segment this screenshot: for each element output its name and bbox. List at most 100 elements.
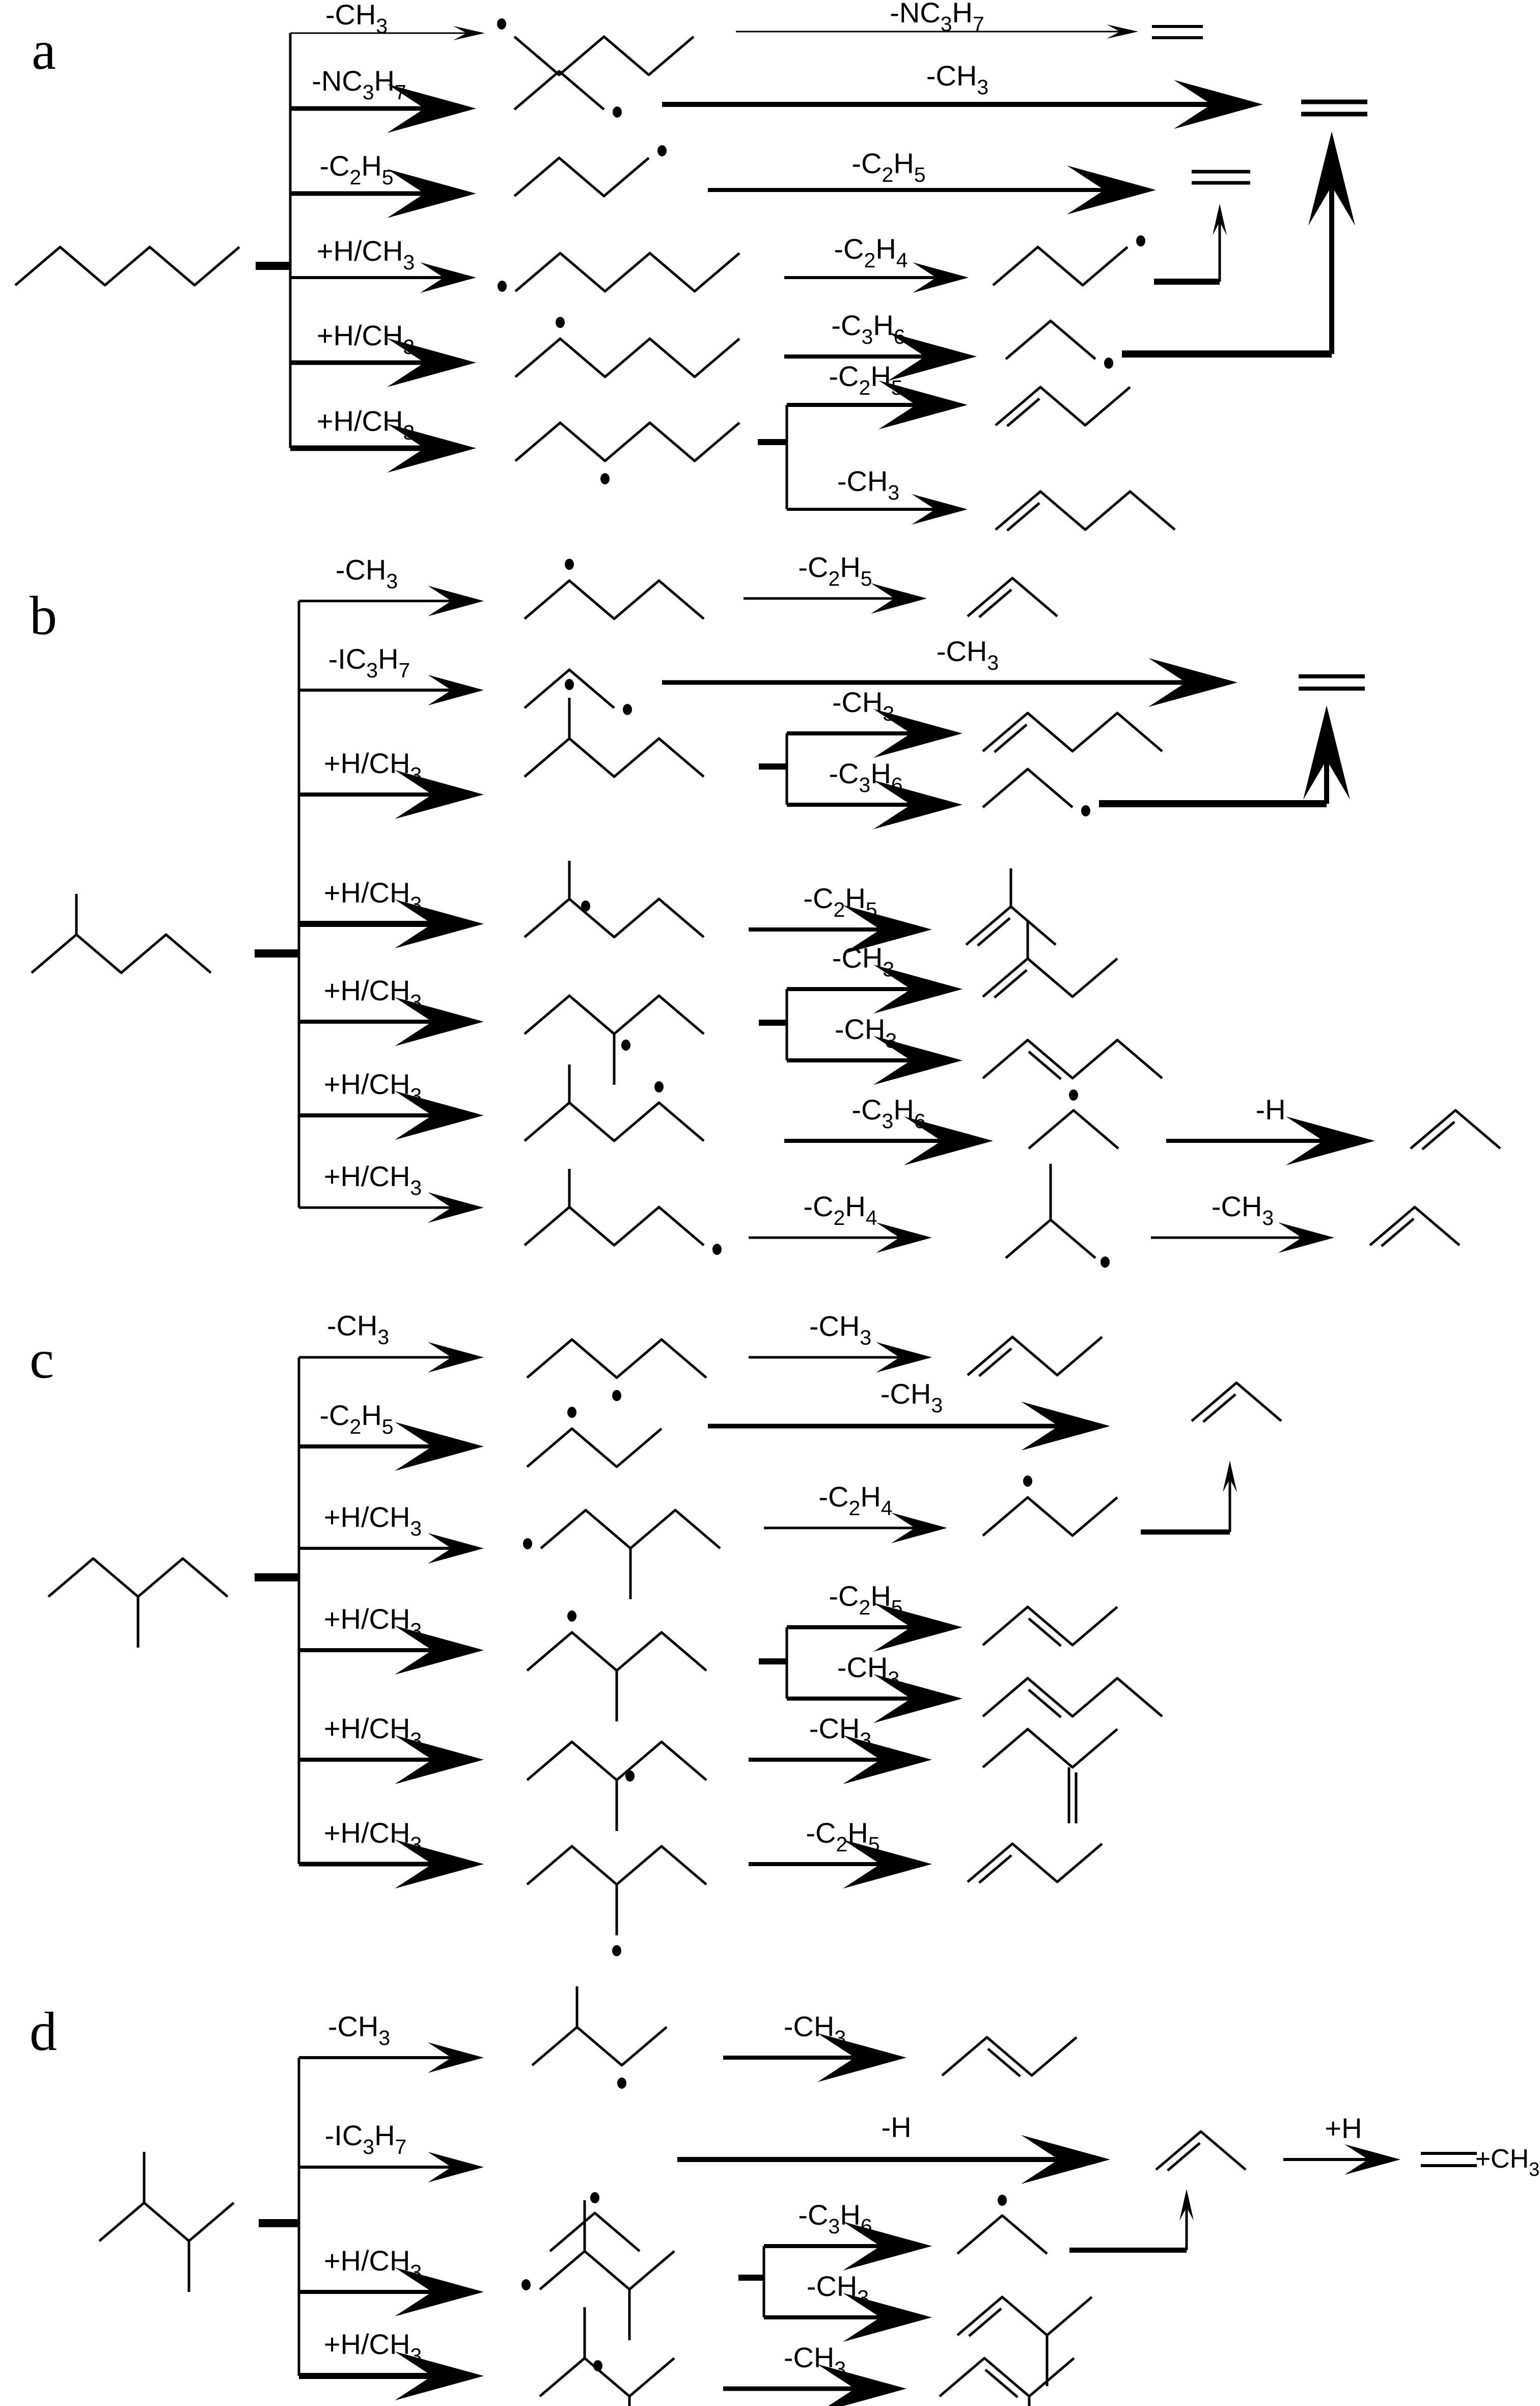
reaction-arrow [708, 166, 1156, 214]
arrow-head [873, 1603, 963, 1652]
bond-line [982, 1677, 1163, 1718]
arrow-head [428, 1192, 484, 1223]
panel-label: a [32, 20, 56, 81]
reaction-arrow [787, 494, 968, 525]
radical-dot [497, 18, 506, 30]
reaction-arrow [299, 586, 484, 616]
radical-dot [612, 1945, 621, 1956]
radical-dot [654, 1081, 664, 1092]
molecule [14, 245, 240, 287]
arrow-head [843, 905, 932, 954]
reaction-arrow [299, 1735, 484, 1784]
bond-line [514, 337, 740, 378]
molecule [513, 70, 622, 118]
reaction-label: -C2H5 [803, 882, 877, 921]
molecule [526, 1338, 707, 1401]
bond-line [531, 2026, 668, 2067]
bond-line [513, 156, 650, 198]
reaction-label: +H/CH3 [324, 1817, 422, 1856]
arrow-head [888, 332, 977, 381]
arrow-head [1278, 1222, 1334, 1253]
arrow-head [420, 262, 476, 293]
double-bond-line [978, 588, 1012, 618]
bond-line [539, 2357, 675, 2398]
molecule [524, 1064, 705, 1142]
reaction-label: +H/CH3 [324, 1712, 422, 1752]
bond-line [982, 768, 1074, 808]
arrow-head [395, 2352, 484, 2400]
radical-dot [565, 559, 574, 570]
molecule [982, 1475, 1118, 1537]
arrow-head [1174, 80, 1263, 129]
molecule [526, 1407, 663, 1468]
radical-dot [523, 1538, 532, 1549]
arrow-head [1286, 1116, 1375, 1165]
reaction-label: -CH3 [784, 2341, 846, 2381]
reaction-label: -C3H6 [829, 757, 902, 797]
reaction-arrow [1151, 1222, 1334, 1253]
panel-a: -CH3-NC3H7-C2H5+H/CH3+H/CH3+H/CH3-NC3H7-… [14, 0, 1367, 532]
arrow-head [387, 338, 476, 387]
bond-line [982, 712, 1163, 753]
reaction-arrow [787, 1603, 963, 1652]
reaction-label: -CH3 [328, 2010, 390, 2049]
molecule [531, 1986, 668, 2089]
reaction-label: -C2H4 [818, 1481, 892, 1520]
ethylene-molecule [1299, 674, 1365, 691]
molecule [982, 920, 1118, 999]
arrow-head [1344, 2144, 1400, 2175]
arrow-head [387, 424, 476, 473]
reaction-label: -IC3H7 [328, 643, 410, 682]
reaction-label: +H/CH3 [324, 2245, 422, 2284]
radical-dot [521, 2279, 531, 2290]
arrow-head [871, 583, 927, 614]
arrow-head [1179, 2189, 1194, 2221]
double-bond-line [968, 2307, 1002, 2337]
arrow-head [904, 1116, 993, 1165]
reaction-label: +H/CH3 [324, 1160, 422, 1199]
reaction-arrow [784, 262, 969, 293]
molecule [1005, 1164, 1110, 1268]
arrow-head [843, 1840, 932, 1889]
reaction-label: -C2H5 [851, 147, 925, 186]
arrow-head [873, 780, 963, 829]
molecule [1191, 1381, 1282, 1423]
reaction-arrow [749, 1342, 932, 1373]
bond-line [524, 668, 615, 709]
reaction-arrow [290, 84, 476, 133]
reaction-arrow [1308, 131, 1355, 354]
arrow-head [876, 1342, 932, 1373]
arrow-head [387, 84, 476, 133]
arrow-head [1021, 2135, 1110, 2184]
reaction-label: -CH3 [809, 1310, 871, 1349]
reaction-arrow [749, 1735, 932, 1784]
reaction-arrow [290, 338, 476, 387]
bond-line [965, 905, 1057, 946]
molecule [514, 421, 740, 484]
double-bond-line [977, 917, 1011, 947]
arrow-head [913, 262, 969, 293]
reaction-label: -H [1255, 1093, 1285, 1126]
reaction-label: -C2H4 [834, 233, 908, 272]
bond-line [982, 1496, 1118, 1537]
panel-label: d [30, 2002, 57, 2062]
arrow-head [1308, 131, 1355, 226]
double-bond-line [1006, 502, 1040, 532]
molecule [982, 1605, 1118, 1647]
molecule [524, 861, 705, 939]
bond-line [524, 737, 705, 778]
arrow-head [843, 2222, 932, 2271]
reaction-label: -H [881, 2111, 911, 2143]
bond-line [14, 245, 240, 287]
reaction-label: -CH3 [837, 465, 899, 504]
double-bond-line [1421, 1120, 1455, 1151]
bond-line [982, 1038, 1163, 1080]
reaction-label: -C3H6 [798, 2199, 872, 2238]
molecule [1005, 319, 1113, 369]
ethylene-molecule [1421, 2152, 1477, 2167]
arrow-head [395, 1626, 484, 1675]
reaction-label: +H/CH3 [324, 1501, 422, 1540]
reaction-arrow [708, 1402, 1110, 1451]
molecule [982, 1677, 1163, 1718]
